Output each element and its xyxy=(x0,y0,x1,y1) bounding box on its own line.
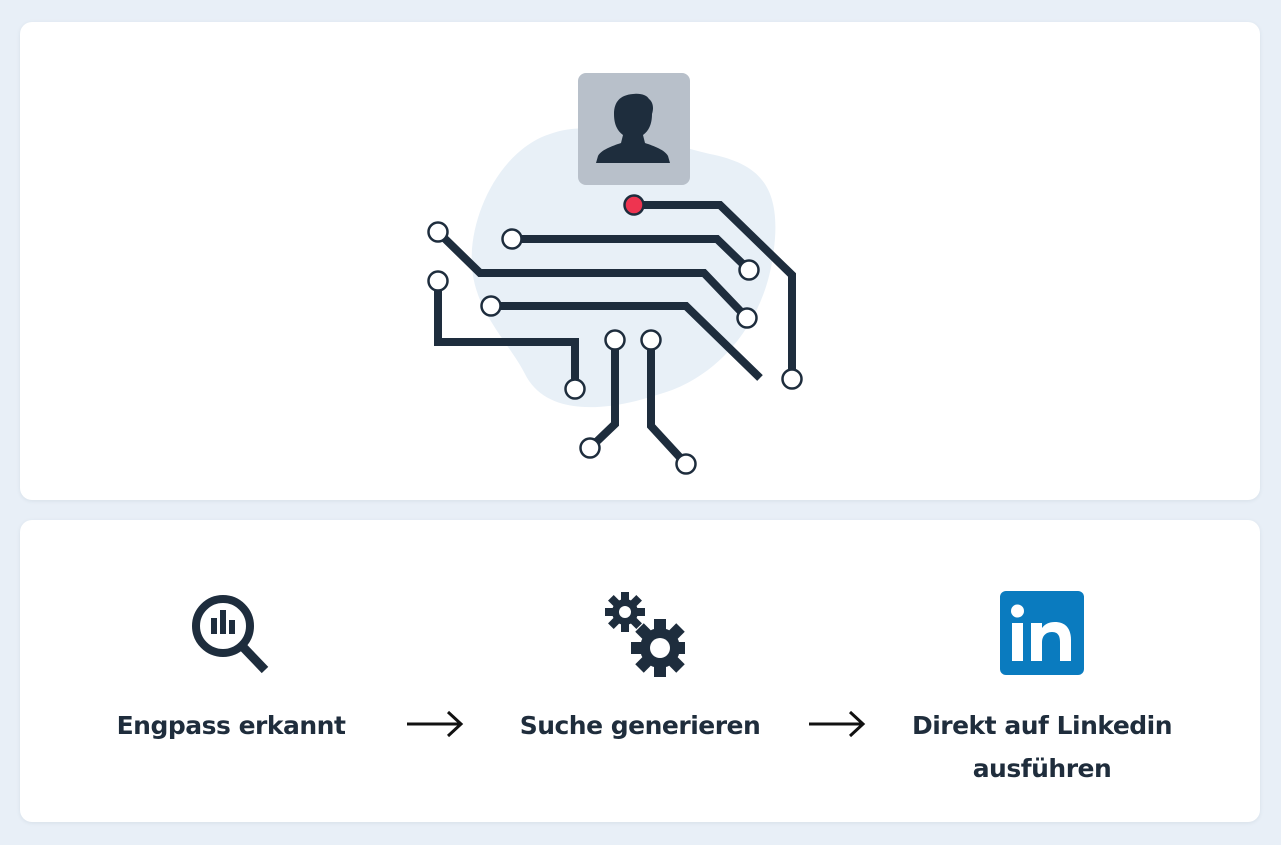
step-label: Suche generieren xyxy=(519,711,761,740)
circuit-profile-illustration xyxy=(427,73,803,475)
user-silhouette-icon xyxy=(578,73,690,185)
circuit-node xyxy=(675,453,697,475)
step-label: Engpass erkannt xyxy=(116,711,346,740)
circuit-node xyxy=(781,368,803,390)
linkedin-icon[interactable] xyxy=(999,590,1085,676)
circuit-node xyxy=(564,378,586,400)
process-steps-card: Engpass erkannt xyxy=(20,520,1260,822)
arrow-right-icon xyxy=(809,710,866,738)
circuit-node xyxy=(427,221,449,243)
circuit-node-active xyxy=(623,194,645,216)
circuit-node xyxy=(736,307,758,329)
circuit-node xyxy=(427,270,449,292)
background-blob xyxy=(471,128,776,408)
magnifier-chart-icon xyxy=(192,595,269,674)
circuit-node xyxy=(579,437,601,459)
illustration-card xyxy=(20,22,1260,500)
circuit-node xyxy=(640,329,662,351)
step-label: Direkt auf Linkedin ausführen xyxy=(911,711,1173,783)
arrow-right-icon xyxy=(407,710,464,738)
circuit-lines-icon xyxy=(434,201,796,467)
circuit-nodes xyxy=(427,194,803,475)
circuit-node xyxy=(480,295,502,317)
circuit-node xyxy=(501,228,523,250)
circuit-node xyxy=(604,329,626,351)
circuit-node xyxy=(738,259,760,281)
gears-icon xyxy=(605,592,685,677)
